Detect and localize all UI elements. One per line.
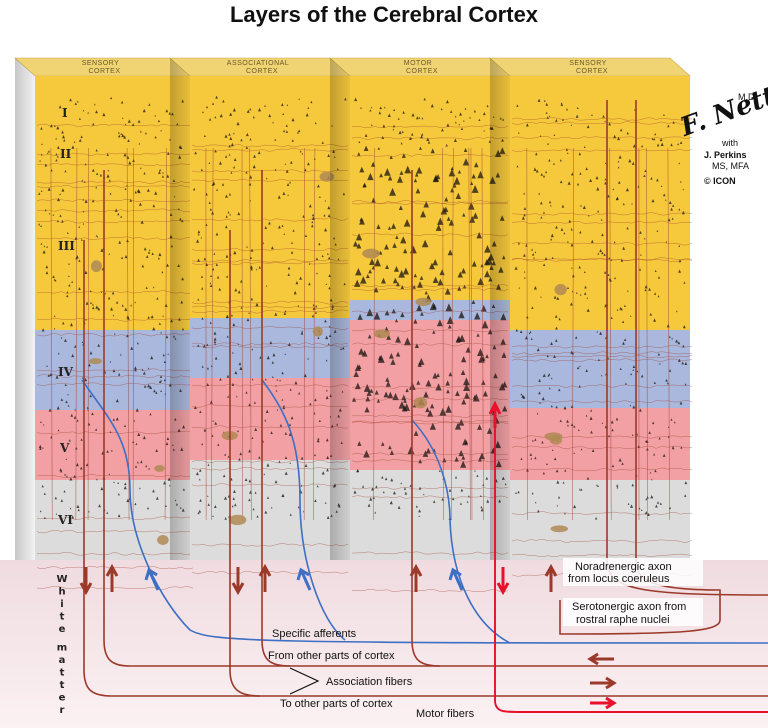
to-cortex-fiber-2 <box>229 230 261 697</box>
credit-degrees: MS, MFA <box>712 161 749 171</box>
neuron-texture <box>191 95 349 575</box>
association-bracket <box>289 667 320 695</box>
white-matter-letter: e <box>59 624 66 635</box>
to-cortex-fiber-1 <box>83 240 768 697</box>
layer-label-iii: III <box>58 239 75 253</box>
arrow-down-icon <box>231 567 245 596</box>
from-other-parts-label: From other parts of cortex <box>268 650 395 662</box>
column-header-bottom: CORTEX <box>576 68 608 75</box>
arrow-up-icon <box>488 400 502 428</box>
layer-label-ii: II <box>60 147 72 161</box>
diagram-title: Layers of the Cerebral Cortex <box>229 2 539 27</box>
neuron-texture <box>351 97 509 593</box>
column-layer-band <box>35 480 190 560</box>
column-header-top: MOTOR <box>404 60 432 67</box>
from-cortex-fiber-1 <box>103 170 768 667</box>
arrow-right-icon <box>590 676 617 690</box>
credit-name: J. Perkins <box>704 150 747 160</box>
column-side-face <box>170 58 190 560</box>
arrow-down-icon <box>496 567 510 596</box>
column-layer-band <box>35 76 190 290</box>
motor-fiber <box>494 420 768 713</box>
specific-afferents-label: Specific afferents <box>272 628 357 640</box>
column-header-bottom: CORTEX <box>406 68 438 75</box>
cortex-columns: SENSORYCORTEXASSOCIATIONALCORTEXMOTORCOR… <box>14 57 693 593</box>
layer-label-iv: IV <box>58 365 74 379</box>
white-matter-letter: t <box>60 680 65 691</box>
signature-suffix: M.D. <box>738 92 757 102</box>
white-matter-letter: e <box>59 693 66 704</box>
column-layer-band <box>510 480 690 560</box>
arrow-up-right-icon <box>296 567 312 591</box>
arrow-down-icon <box>79 567 93 596</box>
column-layer-band <box>190 76 350 318</box>
white-matter-letter: r <box>60 705 65 716</box>
column-layer-band <box>190 460 350 560</box>
specific-afferent-fiber-1 <box>81 379 768 644</box>
white-matter-letter: t <box>60 612 65 623</box>
arrow-up-icon <box>105 563 119 592</box>
white-matter-letter: i <box>60 599 63 610</box>
fiber-labels: Noradrenergic axon from locus coeruleus … <box>268 558 703 720</box>
layer-labels: I II III IV V VI <box>57 106 75 527</box>
layer-label-v: V <box>59 441 70 455</box>
layer-label-i: I <box>62 106 68 120</box>
credit-copyright: © ICON <box>704 176 736 186</box>
specific-afferent-fiber-2 <box>261 379 346 641</box>
serotonergic-label-line2: rostral raphe nuclei <box>576 614 670 626</box>
arrow-up-icon <box>258 563 272 592</box>
column-layer-band <box>350 76 510 300</box>
column-layer-band <box>510 76 690 330</box>
white-matter-letter: h <box>58 587 65 598</box>
association-fibers-label: Association fibers <box>326 676 413 688</box>
serotonergic-label-line1: Serotonergic axon from <box>572 601 686 613</box>
column-header-top: SENSORY <box>82 60 120 67</box>
motor-fibers-label: Motor fibers <box>416 708 475 720</box>
column-side-face <box>15 58 35 560</box>
white-matter-arrows <box>79 400 617 710</box>
arrow-up-icon <box>544 563 558 592</box>
specific-afferent-fiber-3 <box>411 419 511 644</box>
from-cortex-fiber-3 <box>411 170 441 667</box>
white-matter-letter: a <box>59 655 66 666</box>
neuron-texture <box>511 98 693 577</box>
noradrenergic-label-line1: Noradrenergic axon <box>575 561 672 573</box>
white-matter-region <box>0 560 768 728</box>
from-cortex-fiber-2 <box>261 170 291 667</box>
arrow-up-right-icon <box>448 567 464 591</box>
to-other-parts-label: To other parts of cortex <box>280 698 393 710</box>
column-header-top: ASSOCIATIONAL <box>227 60 289 67</box>
arrow-up-icon <box>409 563 423 592</box>
noradrenergic-label-line2: from locus coeruleus <box>568 573 670 585</box>
column-side-face <box>490 58 510 560</box>
layer-label-vi: VI <box>57 513 73 527</box>
column-layer-band <box>190 318 350 378</box>
white-matter-letter: W <box>56 574 67 585</box>
arrow-up-right-icon <box>144 567 160 591</box>
column-layer-band <box>510 330 690 408</box>
column-side-face <box>330 58 350 560</box>
credit-with: with <box>721 138 738 148</box>
white-matter-letter: m <box>57 643 67 654</box>
white-matter-letter: t <box>60 668 65 679</box>
arrow-right-icon <box>590 696 617 710</box>
column-header-top: SENSORY <box>569 60 607 67</box>
column-header-bottom: CORTEX <box>246 68 278 75</box>
arrow-left-icon <box>587 652 614 666</box>
column-header-bottom: CORTEX <box>88 68 120 75</box>
